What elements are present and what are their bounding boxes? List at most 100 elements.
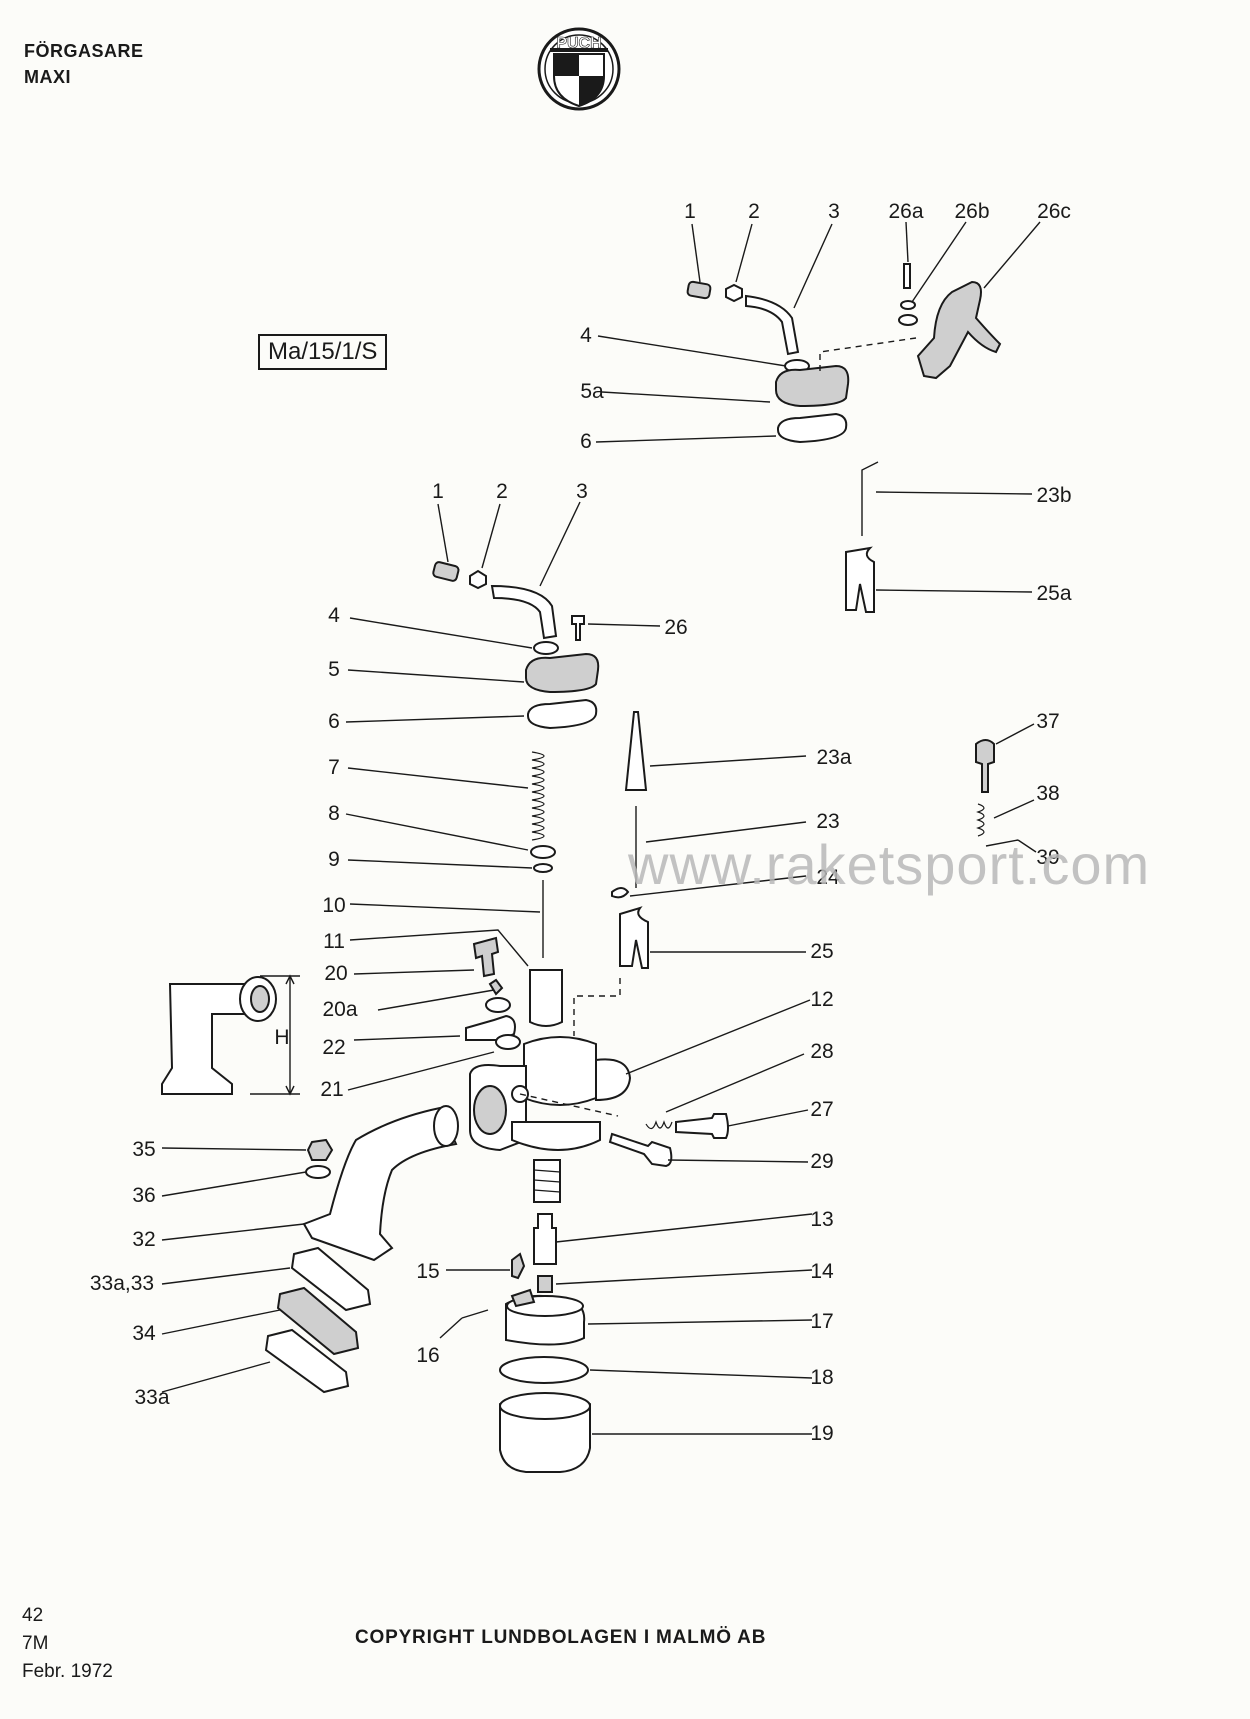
watermark: www.raketsport.com [628,833,1151,896]
jet-20 [472,936,500,978]
callout-7: 7 [328,756,340,779]
spacer-34 [276,1286,360,1356]
page-number: 42 [22,1605,44,1626]
callout-36: 36 [132,1184,155,1207]
dimension-label-h: H [274,1026,289,1049]
callout-16: 16 [416,1344,439,1367]
callout-4-top: 4 [580,324,592,347]
callout-5a: 5a [580,380,604,403]
callout-26: 26 [664,616,687,639]
callout-34: 34 [132,1322,156,1345]
clip-9 [533,863,553,873]
callout-18: 18 [810,1366,833,1389]
section-code: 7M [22,1633,49,1654]
seal-ring [485,997,511,1013]
pin-16 [461,1309,489,1319]
float-17-notch [510,1288,536,1308]
callout-1-mid: 1 [432,480,444,503]
callout-26a: 26a [888,200,923,223]
choke-link-dashed [819,337,917,376]
callout-27: 27 [810,1098,833,1121]
wire-23b [861,461,879,536]
seal-21 [495,1034,521,1050]
top-cover-assembly [686,263,1002,444]
callout-3-mid: 3 [576,480,588,503]
needle-jet-13 [533,1213,557,1265]
pin-39 [985,839,1019,847]
fuel-pipe-top [745,294,800,356]
float-bowl-19-rim [499,1392,591,1420]
callout-19: 19 [810,1422,833,1445]
washer-26b [900,300,916,310]
washer-36 [305,1165,331,1179]
callout-25: 25 [810,940,833,963]
screw-29 [608,1132,673,1168]
needle-23a [624,711,648,791]
nut-35 [306,1138,334,1161]
callout-11: 11 [323,930,345,953]
callout-20a: 20a [322,998,357,1021]
callout-2-mid: 2 [496,480,508,503]
callout-6-top: 6 [580,430,592,453]
publication-date: Febr. 1972 [22,1661,113,1682]
callout-2-top: 2 [748,200,760,223]
logo-text: PUCH [556,35,601,52]
washer-26b-2 [898,314,918,326]
callout-24: 24 [816,866,840,889]
nut-top [725,283,743,303]
callout-35: 35 [132,1138,155,1161]
callout-8: 8 [328,802,340,825]
screw-26 [571,615,585,641]
intake-pipe-bore [433,1105,459,1147]
model-code-box: Ma/15/1/S [258,334,388,370]
slide-25 [619,906,649,969]
clip-24 [611,887,630,899]
banjo-bolt [432,561,460,582]
leader-lines [161,221,1041,1435]
callout-17: 17 [810,1310,833,1333]
callout-26c: 26c [1037,200,1071,223]
main-jet-14 [537,1275,553,1293]
slide-25a [845,546,875,613]
spring-seat-8 [530,845,556,859]
callout-37: 37 [1036,710,1059,733]
intake-pipe-32 [302,1106,458,1262]
callout-25a: 25a [1036,582,1071,605]
callout-9: 9 [328,848,340,871]
page-header: FÖRGASARE MAXI [24,38,144,90]
cover-5a [775,364,850,408]
callout-33a: 33a [134,1386,169,1409]
callout-15: 15 [416,1260,439,1283]
spring-28 [645,1120,673,1130]
inlet-elbow-h [161,974,300,1096]
callout-22: 22 [322,1036,345,1059]
spring-38 [976,803,985,837]
callout-29: 29 [810,1150,833,1173]
callout-38: 38 [1036,782,1059,805]
callout-1-top: 1 [684,200,696,223]
idle-screw-27 [675,1113,729,1139]
screw-37 [975,739,995,793]
copyright-notice: COPYRIGHT LUNDBOLAGEN I MALMÖ AB [355,1627,767,1648]
callout-6-mid: 6 [328,710,340,733]
slide-dashed-link [573,978,621,1036]
callout-21: 21 [320,1078,343,1101]
callout-13: 13 [810,1208,833,1231]
callout-5: 5 [328,658,340,681]
callout-10: 10 [322,894,345,917]
callout-28: 28 [810,1040,833,1063]
puch-shield-logo: PUCH [536,24,622,119]
callout-32: 32 [132,1228,155,1251]
callout-26b: 26b [954,200,989,223]
callout-39: 39 [1036,846,1059,869]
gasket-6-top [777,412,848,444]
fuel-pipe [490,584,558,640]
banjo-bolt-top [686,280,712,300]
cover-5 [525,652,600,694]
callout-20: 20 [324,962,347,985]
float-needle-15 [511,1252,526,1280]
callout-23a: 23a [816,746,851,769]
nut [469,569,487,590]
choke-lever-26c [916,280,1002,380]
